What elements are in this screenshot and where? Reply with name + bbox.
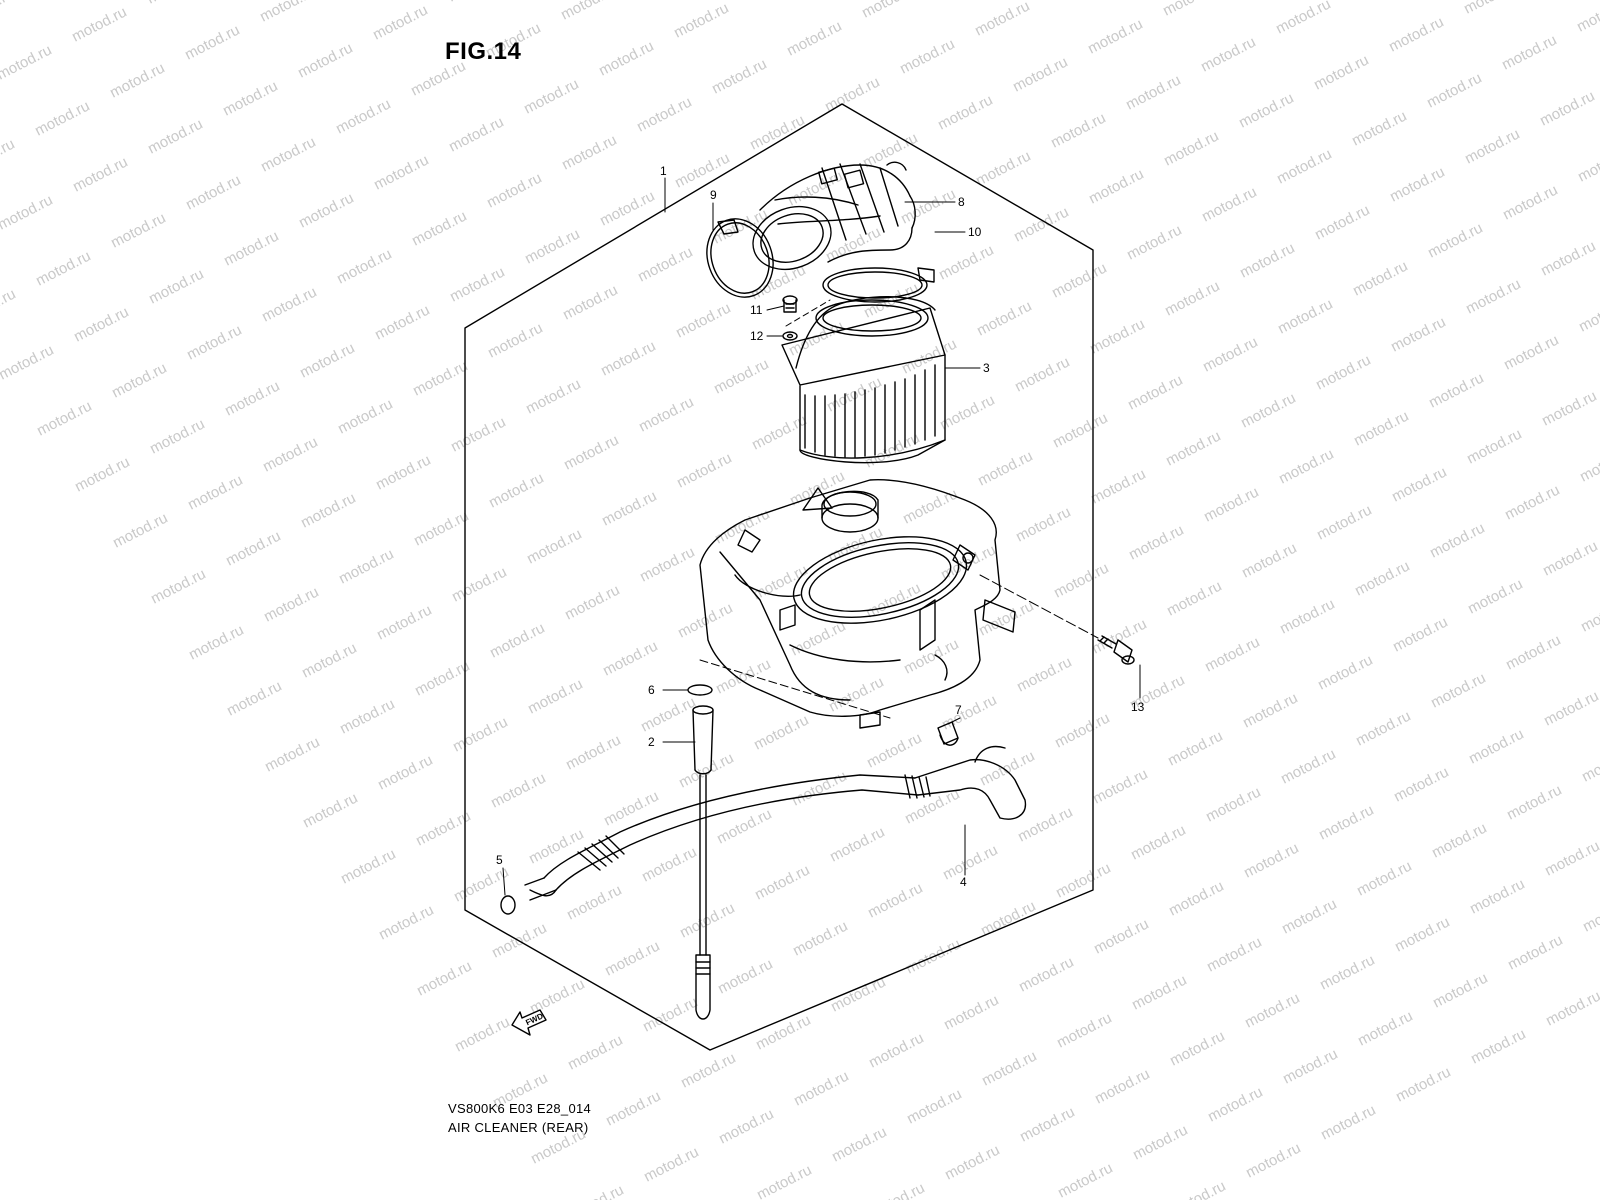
leader-line-5 (502, 867, 506, 896)
callout-9: 9 (710, 188, 717, 202)
air-filter-element-icon (781, 296, 946, 464)
washer-icon (782, 331, 798, 341)
drain-tube-icon (687, 684, 714, 1020)
hose-clamp-icon (706, 218, 774, 298)
callout-13: 13 (1131, 700, 1145, 714)
callout-12: 12 (750, 329, 764, 343)
callout-5: 5 (496, 853, 503, 867)
callout-6: 6 (648, 683, 655, 697)
intake-elbow-duct-icon (752, 161, 916, 271)
hose-clamp-icon (937, 721, 959, 746)
air-cleaner-case-icon (699, 479, 1016, 729)
projection-line-filter (785, 299, 831, 327)
screw-icon (782, 295, 798, 313)
hose-clamp-icon (822, 267, 935, 303)
callout-1: 1 (660, 164, 667, 178)
projection-line-tube (699, 659, 891, 719)
leader-line-11 (766, 305, 785, 311)
bolt-icon (1097, 635, 1135, 665)
figure-title: FIG.14 (445, 38, 522, 65)
callout-10: 10 (968, 225, 982, 239)
callout-8: 8 (958, 195, 965, 209)
projection-line-bolt (979, 574, 1099, 639)
hose-clamp-icon (500, 895, 516, 915)
callout-4: 4 (960, 875, 967, 889)
callout-2: 2 (648, 735, 655, 749)
callout-3: 3 (983, 361, 990, 375)
leader-line-7 (947, 717, 961, 725)
assembly-outline (464, 103, 1094, 1051)
fwd-arrow-icon (511, 1009, 547, 1036)
callout-7: 7 (955, 703, 962, 717)
breather-hose-icon (524, 745, 1027, 901)
callout-11: 11 (750, 303, 763, 317)
figure-name-caption: AIR CLEANER (REAR) (448, 1120, 589, 1135)
model-code-caption: VS800K6 E03 E28_014 (448, 1101, 592, 1116)
